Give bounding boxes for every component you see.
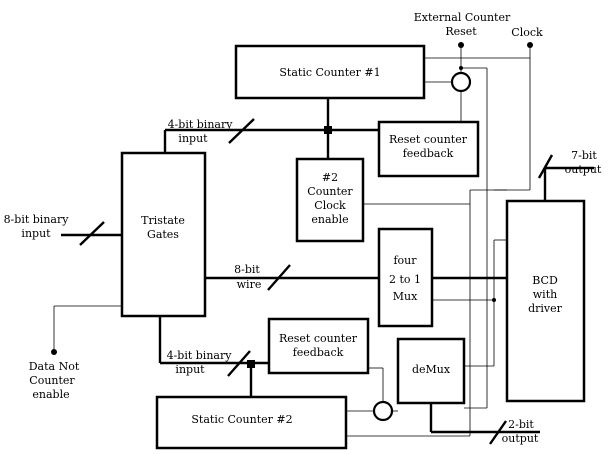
8bit-wire-label-line1: 8-bit bbox=[234, 263, 260, 276]
static-counter-2-label: Static Counter #2 bbox=[191, 413, 292, 426]
data-not-counter-terminal bbox=[51, 349, 57, 355]
bcd-driver-block: BCD with driver bbox=[505, 199, 586, 403]
8bit-wire-label-line2: wire bbox=[237, 278, 262, 291]
top-bus-junction bbox=[324, 126, 332, 134]
static-counter-1-label: Static Counter #1 bbox=[279, 66, 380, 79]
bcd-label-line2: with bbox=[533, 288, 557, 301]
static-counter-2-block: Static Counter #2 bbox=[155, 395, 348, 450]
external-reset-terminal bbox=[458, 42, 464, 48]
counter2-clock-enable-line4: enable bbox=[311, 213, 348, 226]
tristate-gates-label-line1: Tristate bbox=[141, 214, 185, 227]
mux-label-line2: 2 to 1 bbox=[389, 273, 421, 286]
counter2-clock-enable-line1: #2 bbox=[322, 171, 338, 184]
bottom-bus-junction bbox=[247, 360, 255, 368]
data-not-counter-label-line3: enable bbox=[32, 388, 69, 401]
junction-dot bbox=[492, 298, 496, 302]
mux-block: four 2 to 1 Mux bbox=[377, 227, 434, 328]
8bit-input-label-line1: 8-bit binary bbox=[4, 213, 70, 226]
clock-terminal bbox=[527, 42, 533, 48]
7bit-output-label-line2: output bbox=[565, 163, 602, 176]
mux-label-line1: four bbox=[393, 254, 417, 267]
mux-label-line3: Mux bbox=[393, 290, 418, 303]
bcd-label-line3: driver bbox=[528, 302, 563, 315]
reset-feedback-top-line1: Reset counter bbox=[389, 133, 468, 146]
reset-feedback-top-line2: feedback bbox=[403, 147, 454, 160]
bottom-4bit-label-line2: input bbox=[175, 363, 205, 376]
reset-feedback-bottom-line2: feedback bbox=[293, 346, 344, 359]
junction-dot bbox=[459, 66, 463, 70]
tristate-gates-label-line2: Gates bbox=[147, 228, 179, 241]
reset-feedback-bottom-line1: Reset counter bbox=[279, 332, 358, 345]
top-4bit-label-line2: input bbox=[178, 132, 208, 145]
bcd-label-line1: BCD bbox=[532, 274, 558, 287]
static-counter-1-block: Static Counter #1 bbox=[234, 44, 426, 100]
external-counter-label: External Counter bbox=[414, 11, 511, 24]
reset-counter-feedback-top-block: Reset counter feedback bbox=[377, 120, 480, 178]
reset-label: Reset bbox=[445, 25, 477, 38]
reset-counter-feedback-bottom-block: Reset counter feedback bbox=[267, 317, 370, 375]
or-gate-bottom bbox=[372, 400, 394, 422]
demux-label: deMux bbox=[412, 363, 451, 376]
bus-wires bbox=[61, 98, 594, 445]
bottom-4bit-label-line1: 4-bit binary bbox=[167, 349, 233, 362]
tristate-gates-block: Tristate Gates bbox=[120, 151, 207, 318]
2bit-output-label-line1: 2-bit bbox=[508, 418, 534, 431]
top-4bit-label-line1: 4-bit binary bbox=[168, 118, 234, 131]
or-gate-top bbox=[450, 71, 472, 93]
demux-block: deMux bbox=[396, 337, 466, 405]
control-wires bbox=[53, 45, 531, 437]
2bit-output-label-line2: output bbox=[502, 432, 539, 445]
8bit-input-label-line2: input bbox=[21, 227, 51, 240]
counter2-clock-enable-block: #2 Counter Clock enable bbox=[295, 157, 365, 243]
counter2-clock-enable-line3: Clock bbox=[314, 199, 346, 212]
data-not-counter-label-line2: Counter bbox=[29, 374, 75, 387]
7bit-output-label-line1: 7-bit bbox=[571, 149, 597, 162]
counter2-clock-enable-line2: Counter bbox=[307, 185, 353, 198]
data-not-counter-label-line1: Data Not bbox=[29, 360, 80, 373]
clock-label: Clock bbox=[511, 26, 543, 39]
